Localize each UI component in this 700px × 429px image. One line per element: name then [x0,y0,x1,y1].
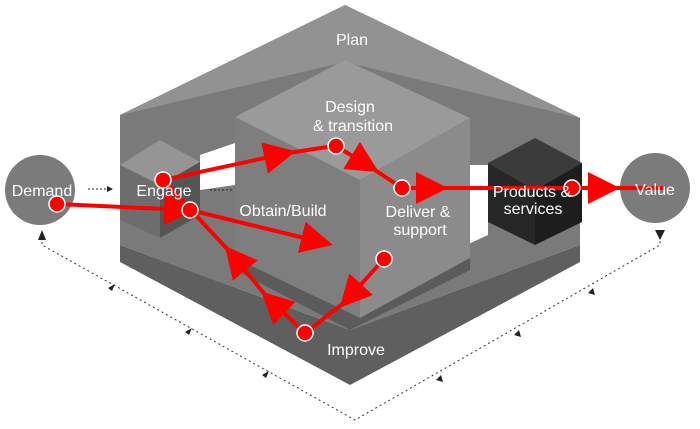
label-plan: Plan [336,32,368,49]
node-engage-top [154,171,172,189]
loop-chevron-4 [436,375,443,382]
products-services-cube [488,138,582,245]
feedback-loop [38,230,665,421]
label-obtain-build: Obtain/Build [239,203,326,220]
label-value: Value [635,182,675,199]
node-engage-bottom [181,201,199,219]
node-design [327,137,345,155]
label-design-2: & transition [313,118,393,135]
feedback-arrowhead-value [655,230,665,240]
loop-chevron-1 [108,284,115,291]
loop-chevron-5 [514,330,521,337]
label-deliver-1: Deliver & [386,204,451,221]
label-design-1: Design [325,99,375,116]
loop-chevron-2 [185,328,192,335]
node-demand [48,195,66,213]
feedback-arrowhead-demand [38,230,46,240]
central-cube [235,60,470,330]
label-improve: Improve [327,342,385,359]
node-deliver [393,179,411,197]
node-products [563,179,581,197]
label-products-2: services [504,201,563,218]
loop-chevron-3 [262,371,269,378]
label-demand: Demand [12,183,72,200]
node-obtain-right [375,250,393,268]
label-engage: Engage [136,183,191,200]
loop-chevron-6 [588,288,595,295]
value-stream-nodes [48,137,581,342]
node-improve [296,324,314,342]
label-products-1: Products & [493,184,572,201]
label-deliver-2: support [393,222,447,239]
